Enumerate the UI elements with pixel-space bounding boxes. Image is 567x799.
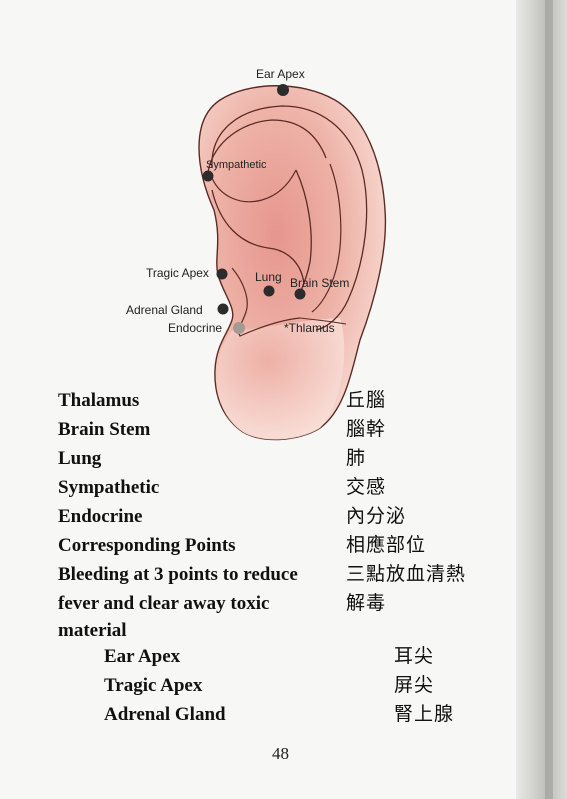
sympathetic-point: [202, 170, 214, 182]
helix-crus: [211, 189, 305, 285]
page-number: 48: [272, 744, 289, 763]
term-sympathetic-en: Sympathetic: [58, 477, 160, 498]
term-thalamus-en: Thalamus: [58, 390, 140, 411]
term-material-en: material: [58, 620, 127, 641]
term-brain-stem-en: Brain Stem: [58, 419, 151, 440]
term-endocrine-zh: 內分泌: [346, 505, 407, 527]
thalamus-label: *Thlamus: [284, 321, 335, 335]
endocrine-label: Endocrine: [168, 321, 223, 335]
subterm-tragic-apex-zh: 屏尖: [394, 674, 435, 696]
term-thalamus-zh: 丘腦: [346, 389, 387, 411]
term-bleeding-zh: 三點放血清熱: [346, 563, 467, 585]
tragic-apex-point: [216, 268, 228, 280]
endocrine-point: [233, 322, 245, 334]
intertragic-line: [299, 317, 347, 325]
antihelix-crus: [207, 119, 327, 173]
term-corresponding-points-zh: 相應部位: [346, 534, 427, 556]
sympathetic-label: Sympathetic: [206, 159, 267, 171]
adrenal-gland-label: Adrenal Gland: [126, 303, 203, 317]
brain-stem-point: [294, 288, 306, 300]
term-endocrine-en: Endocrine: [58, 506, 143, 527]
subterm-ear-apex-en: Ear Apex: [104, 646, 181, 667]
term-bleeding-en: Bleeding at 3 points to reduce: [58, 564, 298, 585]
term-lung-zh: 肺: [346, 447, 367, 469]
inner-line-2: [311, 163, 342, 313]
subterm-ear-apex-zh: 耳尖: [394, 645, 435, 667]
triangular-fossa: [211, 169, 297, 203]
term-sympathetic-zh: 交感: [346, 476, 387, 498]
ear-apex-label: Ear Apex: [256, 67, 305, 81]
term-lung-en: Lung: [58, 448, 102, 469]
helix-curve: [211, 105, 368, 331]
lung-label: Lung: [255, 270, 282, 284]
term-fever-zh: 解毒: [346, 592, 387, 614]
term-corresponding-points-en: Corresponding Points: [58, 535, 236, 556]
tragic-apex-label: Tragic Apex: [146, 266, 209, 280]
brain-stem-label: Brain Stem: [290, 276, 350, 290]
subterm-tragic-apex-en: Tragic Apex: [104, 675, 203, 696]
subterm-adrenal-gland-zh: 腎上腺: [394, 703, 455, 725]
ear-illustration: [198, 84, 387, 441]
ear-apex-point: [277, 84, 289, 96]
term-brain-stem-zh: 腦幹: [346, 418, 387, 440]
subterm-adrenal-gland-en: Adrenal Gland: [104, 704, 226, 725]
term-fever-en: fever and clear away toxic: [58, 593, 270, 614]
lung-point: [263, 285, 275, 297]
ear-lobe: [217, 318, 345, 440]
adrenal-gland-point: [217, 303, 229, 315]
page-edge-shadow: [516, 0, 567, 799]
page-edge-line: [545, 0, 553, 799]
